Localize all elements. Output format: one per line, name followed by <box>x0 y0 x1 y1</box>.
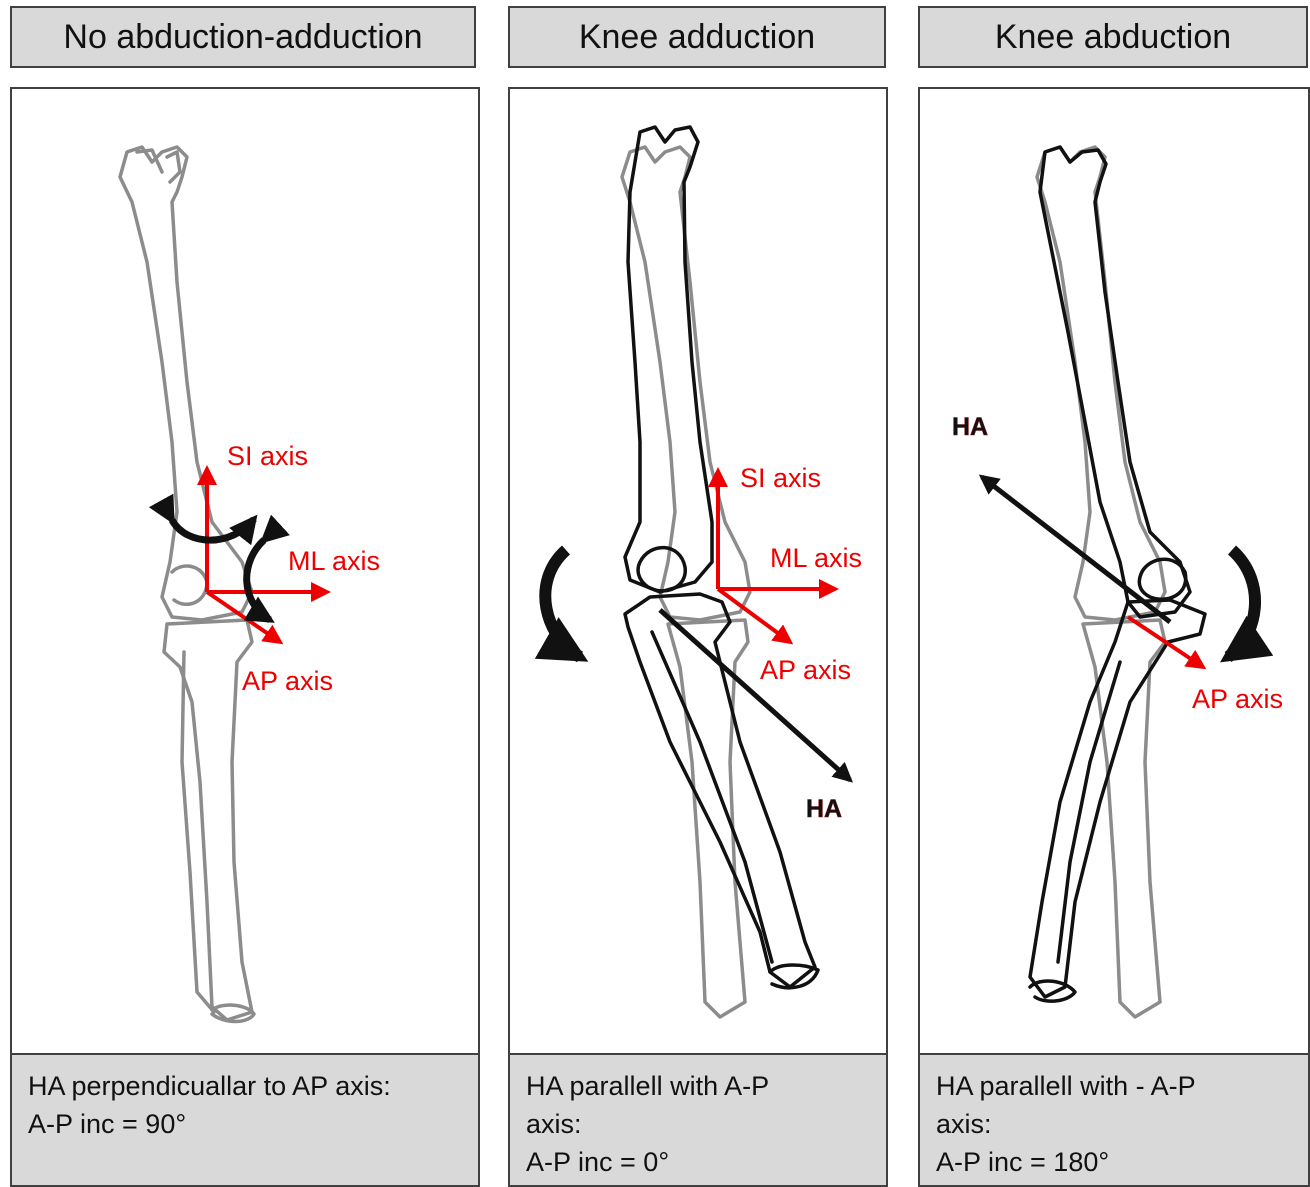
caption-line: A-P inc = 180° <box>936 1143 1292 1181</box>
caption-line: HA parallell with - A-P <box>936 1067 1292 1105</box>
panel-1-caption: HA perpendicuallar to AP axis: A-P inc =… <box>12 1053 478 1185</box>
ap-axis-label: AP axis <box>242 666 333 696</box>
caption-line: HA perpendicuallar to AP axis: <box>28 1067 462 1105</box>
panel-knee-abduction: AP axis HA HA parallell with - A-P axis:… <box>918 87 1310 1187</box>
bone-drawing-adduction: SI axis ML axis AP axis HA <box>510 89 886 1057</box>
tibia-fibula-outline-adducted <box>625 594 818 988</box>
panel-2-title: Knee adduction <box>508 6 886 68</box>
ml-axis-label: ML axis <box>770 543 862 573</box>
caption-line: axis: <box>526 1105 870 1143</box>
si-axis-label: SI axis <box>227 441 308 471</box>
caption-line: HA parallell with A-P <box>526 1067 870 1105</box>
tibia-fibula-outline <box>164 620 254 1022</box>
bone-drawing-abduction: AP axis HA <box>920 89 1308 1057</box>
panel-1-title: No abduction-adduction <box>10 6 476 68</box>
bone-drawing-neutral: SI axis ML axis AP axis <box>12 89 478 1057</box>
caption-line: axis: <box>936 1105 1292 1143</box>
adduction-rotation-arrow <box>545 550 580 657</box>
panel-2-caption: HA parallell with A-P axis: A-P inc = 0° <box>510 1053 886 1185</box>
panel-no-abduction: SI axis ML axis AP axis HA perpendicuall… <box>10 87 480 1187</box>
ha-label: HA <box>952 413 988 441</box>
caption-line: A-P inc = 0° <box>526 1143 870 1181</box>
ml-axis-label: ML axis <box>288 546 380 576</box>
femur-outline <box>120 147 252 620</box>
ha-label: HA <box>806 795 842 823</box>
ap-axis-label: AP axis <box>760 655 851 685</box>
caption-line: A-P inc = 90° <box>28 1105 462 1143</box>
panel-knee-adduction: SI axis ML axis AP axis HA HA parallell … <box>508 87 888 1187</box>
ap-axis-arrow <box>1128 617 1203 667</box>
ap-axis-label: AP axis <box>1192 684 1283 714</box>
rotation-arrow-vertical <box>247 540 270 620</box>
panel-3-caption: HA parallell with - A-P axis: A-P inc = … <box>920 1053 1308 1185</box>
si-axis-label: SI axis <box>740 463 821 493</box>
panel-3-title: Knee abduction <box>918 6 1308 68</box>
ha-arrow <box>660 610 850 780</box>
abduction-rotation-arrow <box>1228 550 1255 657</box>
